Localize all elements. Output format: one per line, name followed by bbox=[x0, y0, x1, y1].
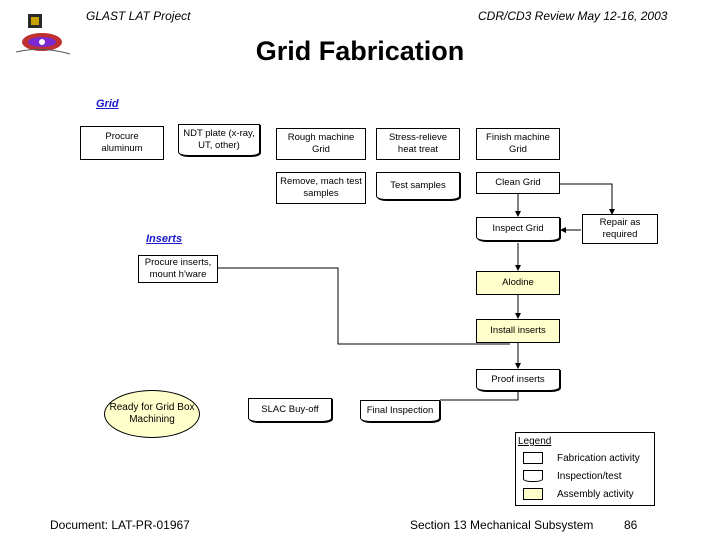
node-procure-aluminum: Procure aluminum bbox=[80, 126, 164, 160]
node-rough-machine: Rough machine Grid bbox=[276, 128, 366, 160]
section-label-inserts: Inserts bbox=[146, 233, 183, 245]
project-name: GLAST LAT Project bbox=[86, 9, 191, 23]
node-remove-samples: Remove, mach test samples bbox=[276, 172, 366, 204]
legend-box bbox=[515, 432, 655, 506]
footer-page-number: 86 bbox=[624, 518, 638, 532]
legend-label-assembly: Assembly activity bbox=[557, 489, 634, 500]
review-name: CDR/CD3 Review May 12-16, 2003 bbox=[478, 9, 668, 23]
node-stress-relieve: Stress-relieve heat treat bbox=[376, 128, 460, 160]
node-ready: Ready for Grid Box Machining bbox=[104, 390, 200, 438]
legend-swatch-assembly bbox=[523, 488, 543, 500]
legend-swatch-fabrication bbox=[523, 452, 543, 464]
node-procure-inserts: Procure inserts, mount h'ware bbox=[138, 255, 218, 283]
link-inserts-install bbox=[218, 267, 510, 345]
node-finish-machine: Finish machine Grid bbox=[476, 128, 560, 160]
node-inspect-grid: Inspect Grid bbox=[476, 217, 560, 241]
link-proof-final bbox=[440, 392, 519, 401]
footer-document: Document: LAT-PR-01967 bbox=[50, 518, 190, 532]
footer-section: Section 13 Mechanical Subsystem bbox=[410, 518, 594, 532]
section-label-grid: Grid bbox=[96, 98, 119, 110]
node-final-inspection: Final Inspection bbox=[360, 400, 440, 422]
node-clean-grid: Clean Grid bbox=[476, 172, 560, 194]
link-clean-repair bbox=[559, 183, 615, 215]
node-repair: Repair as required bbox=[582, 214, 658, 244]
node-install-inserts: Install inserts bbox=[476, 319, 560, 343]
legend-swatch-inspection bbox=[523, 470, 543, 482]
legend-title: Legend bbox=[518, 436, 552, 447]
node-test-samples: Test samples bbox=[376, 172, 460, 200]
legend-label-inspection: Inspection/test bbox=[557, 471, 622, 482]
node-proof-inserts: Proof inserts bbox=[476, 369, 560, 391]
glast-logo bbox=[15, 14, 71, 55]
node-slac-buyoff: SLAC Buy-off bbox=[248, 398, 332, 422]
page-title: Grid Fabrication bbox=[255, 36, 465, 66]
node-alodine: Alodine bbox=[476, 271, 560, 295]
node-ndt-plate: NDT plate (x-ray, UT, other) bbox=[178, 124, 260, 156]
legend-label-fabrication: Fabrication activity bbox=[557, 453, 640, 464]
